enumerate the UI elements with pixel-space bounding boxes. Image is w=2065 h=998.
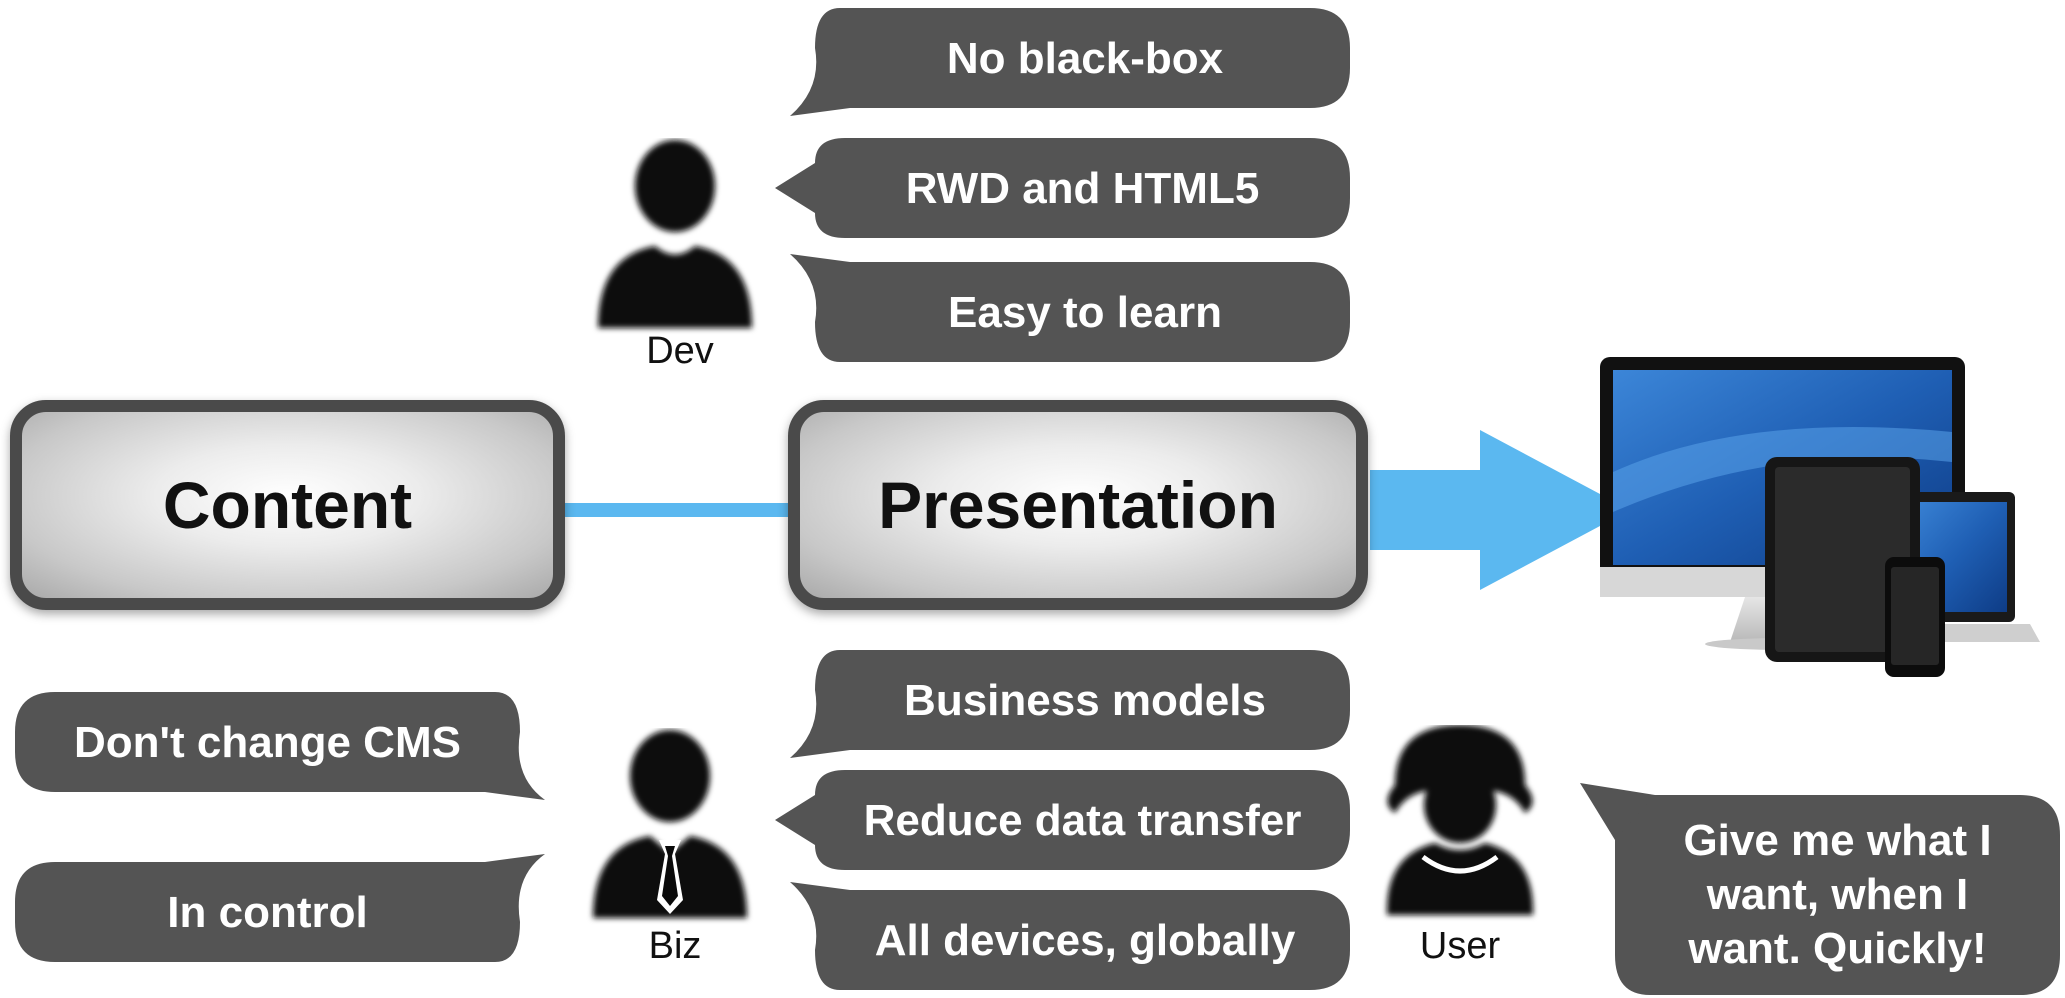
speech-bubble: Business models — [790, 650, 1350, 758]
bubble-text: In control — [167, 887, 368, 937]
speech-bubble: Reduce data transfer — [775, 770, 1350, 870]
speech-bubble: All devices, globally — [790, 882, 1350, 990]
bubble-shape — [775, 770, 1350, 870]
bubble-text: Business models — [904, 675, 1266, 725]
speech-bubble: Give me what I want, when I want. Quickl… — [1580, 783, 2060, 995]
presentation-label: Presentation — [878, 468, 1278, 542]
bubble-shape — [1580, 783, 2060, 995]
bubble-text: Don't change CMS — [74, 717, 461, 767]
arrow-to-devices — [1370, 430, 1630, 590]
person-icon — [598, 140, 752, 328]
bubble-shape — [790, 254, 1350, 362]
speech-bubble: Don't change CMS — [15, 692, 545, 800]
bubble-text-multiline: Give me what I want, when I want. Quickl… — [1615, 795, 2060, 995]
bubble-line: want. Quickly! — [1688, 923, 1987, 973]
bubble-text: RWD and HTML5 — [905, 163, 1260, 213]
bubble-text: All devices, globally — [874, 915, 1296, 965]
tablet-icon — [1765, 457, 1920, 662]
dev-label: Dev — [646, 330, 714, 372]
speech-bubble: RWD and HTML5 — [775, 138, 1350, 238]
content-box: Content — [10, 400, 565, 610]
speech-bubble: In control — [15, 854, 545, 962]
bubble-shape — [790, 650, 1350, 758]
bubble-shape — [775, 138, 1350, 238]
bubble-text: Easy to learn — [948, 287, 1222, 337]
speech-bubble: Easy to learn — [790, 254, 1350, 362]
bubble-shape — [790, 8, 1350, 116]
businessman-icon — [593, 730, 747, 918]
presentation-box: Presentation — [788, 400, 1368, 610]
phone-icon — [1885, 557, 1945, 677]
woman-icon — [1386, 725, 1534, 915]
bubble-shape — [15, 854, 545, 962]
bubble-shape — [15, 692, 545, 800]
connector-line — [560, 503, 800, 517]
bubble-text: No black-box — [946, 33, 1224, 83]
bubble-shape — [790, 882, 1350, 990]
bubble-line: Give me what I — [1683, 816, 1992, 866]
content-label: Content — [162, 468, 413, 542]
bubble-text: Reduce data transfer — [863, 795, 1302, 845]
speech-bubble: No black-box — [790, 8, 1350, 116]
bubble-line: want, when I — [1706, 870, 1969, 920]
devices-icon — [1600, 357, 2040, 677]
biz-label: Biz — [648, 925, 702, 967]
user-label: User — [1419, 925, 1501, 967]
